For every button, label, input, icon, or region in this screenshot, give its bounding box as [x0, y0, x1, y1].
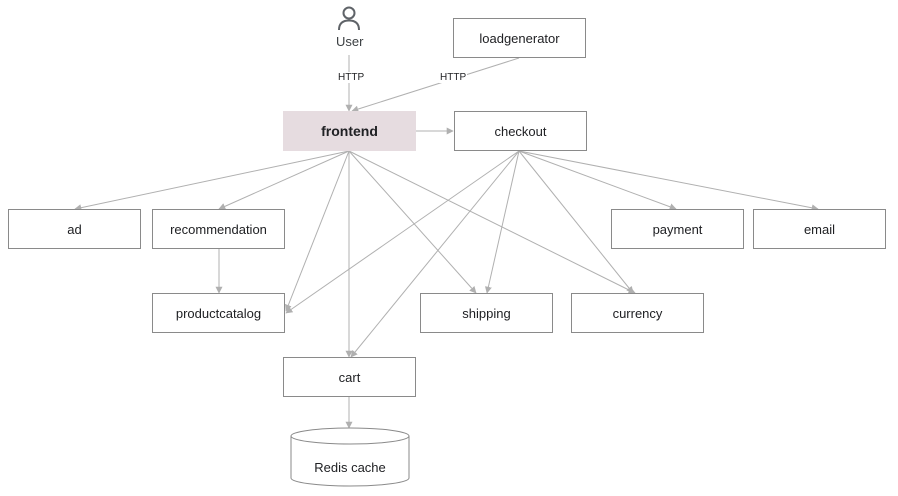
- node-shipping[interactable]: shipping: [420, 293, 553, 333]
- node-currency[interactable]: currency: [571, 293, 704, 333]
- database-icon[interactable]: [289, 427, 411, 489]
- edge-checkout-to-shipping: [484, 150, 520, 294]
- edge-checkout-to-email: [518, 150, 819, 212]
- edge-checkout-to-productcatalog: [285, 150, 520, 314]
- person-icon: [338, 6, 360, 31]
- node-cart[interactable]: cart: [283, 357, 416, 397]
- edge-frontend-to-ad: [74, 150, 350, 212]
- edge-frontend-to-currency: [348, 150, 636, 294]
- node-redis-label: Redis cache: [314, 460, 386, 475]
- edge-loadgenerator-to-frontend: [351, 57, 520, 113]
- node-checkout[interactable]: checkout: [454, 111, 587, 151]
- edge-label-loadgenerator-frontend: HTTP: [439, 72, 468, 83]
- user-label: User: [336, 34, 364, 49]
- edge-frontend-to-recommendation: [218, 150, 350, 210]
- node-loadgenerator[interactable]: loadgenerator: [453, 18, 586, 58]
- node-productcatalog[interactable]: productcatalog: [152, 293, 285, 333]
- edge-label-user-frontend: HTTP: [337, 72, 366, 83]
- node-payment[interactable]: payment: [611, 209, 744, 249]
- node-ad[interactable]: ad: [8, 209, 141, 249]
- edge-frontend-to-productcatalog: [285, 150, 350, 312]
- edge-checkout-to-cart: [350, 150, 520, 358]
- node-recommendation[interactable]: recommendation: [152, 209, 285, 249]
- edge-checkout-to-currency: [518, 150, 634, 294]
- edge-frontend-to-shipping: [348, 150, 477, 294]
- node-frontend[interactable]: frontend: [283, 111, 416, 151]
- node-email[interactable]: email: [753, 209, 886, 249]
- edge-checkout-to-payment: [518, 150, 677, 211]
